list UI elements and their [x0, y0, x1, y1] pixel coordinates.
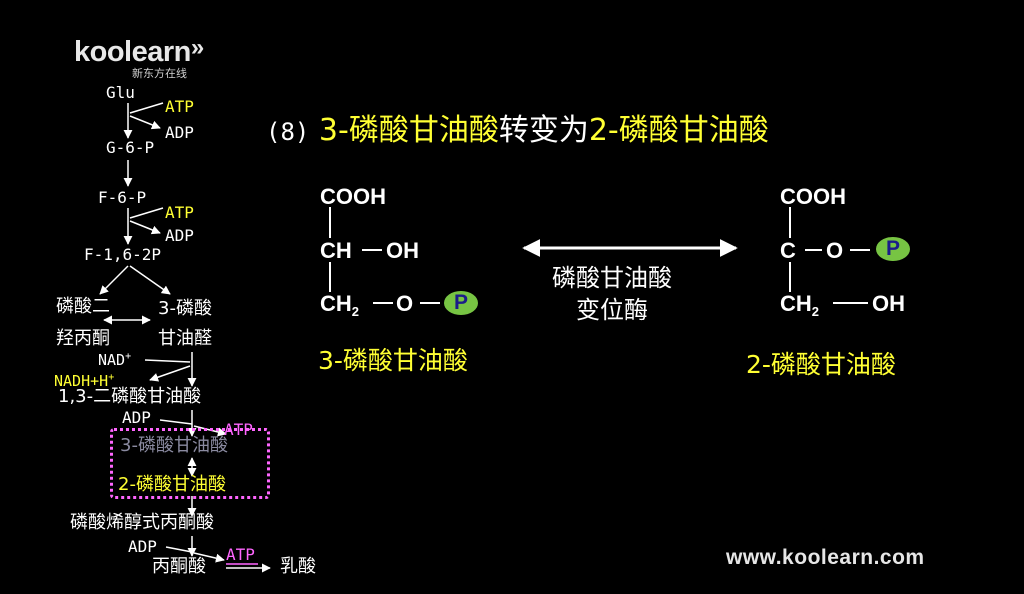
atp-line-1	[129, 102, 164, 114]
title-from: 3-磷酸甘油酸	[318, 113, 499, 148]
left-ch: CH	[320, 238, 352, 263]
right-ch2-sub: 2	[811, 304, 820, 319]
enzyme-label: 磷酸甘油酸 变位酶	[552, 262, 672, 327]
right-ch2-text: CH	[780, 291, 812, 316]
right-ch2: CH2	[780, 291, 820, 319]
footer-url: www.koolearn.com	[726, 546, 925, 569]
title-to: 2-磷酸甘油酸	[588, 113, 769, 148]
right-phosphate-icon: P	[876, 237, 910, 261]
adp-label-3: ADP	[122, 408, 151, 427]
nad-sup: +	[125, 351, 132, 362]
lactate-label: 乳酸	[280, 556, 316, 577]
left-ch2-sub: 2	[351, 304, 360, 319]
adp-label-2: ADP	[165, 226, 194, 245]
pg3-label: 3-磷酸甘油酸	[120, 435, 228, 456]
adp-line-3	[159, 419, 193, 425]
right-o: O	[826, 238, 844, 263]
g3p-label-line1: 3-磷酸	[158, 298, 212, 319]
nad-line	[144, 359, 191, 363]
atp-arrow-4	[193, 552, 225, 563]
right-c: C	[780, 238, 796, 263]
arrow-split-g3p	[129, 265, 171, 295]
left-phosphate-icon: P	[444, 291, 478, 315]
g6p-label: G-6-P	[106, 138, 155, 157]
logo-subtitle: 新东方在线	[132, 67, 187, 80]
atp-label-2: ATP	[165, 203, 194, 222]
logo-text: koolearn	[74, 36, 191, 68]
right-cooh: COOH	[780, 184, 846, 209]
nadh-sup: +	[108, 372, 115, 383]
right-oh: OH	[872, 291, 905, 316]
atp-line-2	[129, 207, 164, 219]
adp-line-4	[165, 546, 193, 553]
dhap-label-line2: 羟丙酮	[56, 328, 110, 349]
f16bp-label: F-1,6-2P	[84, 245, 162, 264]
title-verb: 转变为	[498, 113, 589, 148]
right-compound-label: 2-磷酸甘油酸	[746, 350, 896, 379]
adp-label-1: ADP	[165, 123, 194, 142]
enzyme-line1: 磷酸甘油酸	[552, 264, 672, 292]
logo-brand: koolearn»	[74, 36, 204, 67]
nadh-label: NADH+H+	[54, 373, 114, 389]
adp-arrow-1	[129, 115, 161, 130]
adp-label-4: ADP	[128, 537, 157, 556]
left-o: O	[396, 291, 414, 316]
left-ch2: CH2	[320, 291, 360, 319]
left-oh: OH	[386, 238, 419, 263]
pg2-label: 2-磷酸甘油酸	[118, 474, 226, 495]
nadh-arrow	[149, 365, 191, 382]
left-ch2-text: CH	[320, 291, 352, 316]
atp-label-1: ATP	[165, 97, 194, 116]
highlight-box	[110, 428, 270, 499]
enzyme-line2: 变位酶	[576, 296, 648, 325]
glu-label: Glu	[106, 83, 135, 102]
f6p-label: F-6-P	[98, 188, 147, 207]
bpg13-label: 1,3-二磷酸甘油酸	[58, 386, 202, 407]
pyruvate-label: 丙酮酸	[152, 556, 206, 577]
nad-text: NAD	[98, 351, 126, 369]
adp-arrow-2	[129, 220, 161, 235]
dhap-label-line1: 磷酸二	[56, 296, 110, 317]
logo-chevrons-icon: »	[190, 34, 204, 61]
g3p-label-line2: 甘油醛	[158, 328, 212, 349]
left-cooh: COOH	[320, 184, 386, 209]
section-title: (8) 3-磷酸甘油酸转变为2-磷酸甘油酸	[266, 116, 769, 146]
title-number: (8)	[266, 118, 310, 146]
arrow-split-dhap	[99, 265, 129, 295]
pep-label: 磷酸烯醇式丙酮酸	[70, 512, 214, 533]
atp-label-4: ATP	[226, 545, 255, 564]
nad-label: NAD+	[98, 352, 131, 368]
left-compound-label: 3-磷酸甘油酸	[318, 346, 468, 375]
nadh-text: NADH+H	[54, 372, 109, 390]
